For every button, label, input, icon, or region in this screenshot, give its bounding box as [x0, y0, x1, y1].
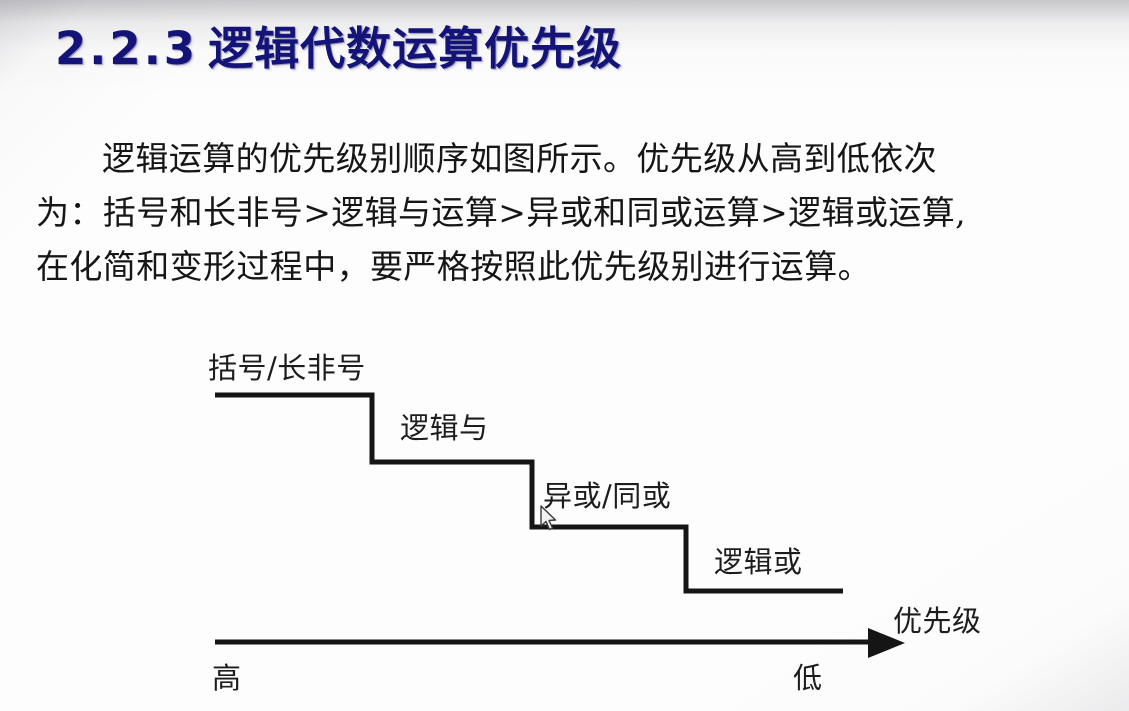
paragraph-line-2: 为：括号和长非号>逻辑与运算>异或和同或运算>逻辑或运算,: [36, 193, 967, 232]
page-title-text: 逻辑代数运算优先级: [208, 22, 623, 75]
axis-title-priority: 优先级: [893, 604, 982, 638]
page-title-number: 2.2.3: [55, 22, 199, 75]
axis-label-low: 低: [793, 661, 823, 695]
step-label-logical-or: 逻辑或: [714, 545, 803, 579]
step-label-logical-and: 逻辑与: [400, 411, 489, 445]
mouse-cursor-icon: [539, 505, 559, 533]
step-label-xor-xnor: 异或/同或: [543, 479, 672, 513]
axis-label-high: 高: [212, 661, 242, 695]
step-label-brackets: 括号/长非号: [208, 351, 366, 385]
body-paragraph: 逻辑运算的优先级别顺序如图所示。优先级从高到低依次 为：括号和长非号>逻辑与运算…: [36, 132, 1106, 294]
paragraph-line-1: 逻辑运算的优先级别顺序如图所示。优先级从高到低依次: [102, 139, 937, 178]
priority-axis-arrow: [215, 628, 905, 658]
paragraph-line-3: 在化简和变形过程中，要严格按照此优先级别进行运算。: [36, 247, 871, 286]
